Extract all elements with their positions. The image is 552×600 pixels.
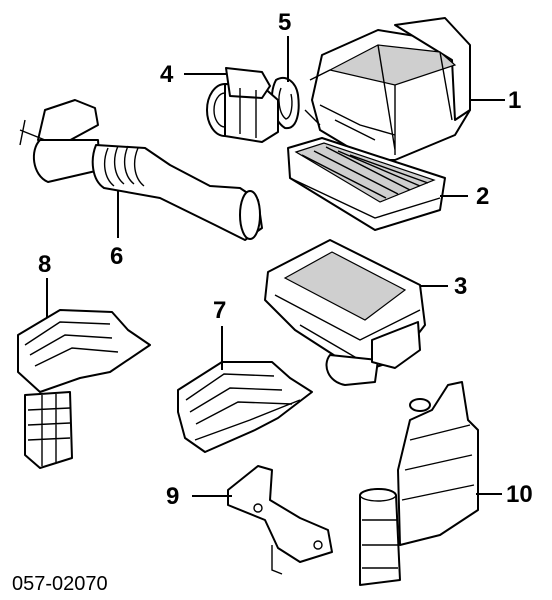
air-cleaner-lower-housing [264, 239, 426, 386]
air-filter-element [287, 137, 446, 231]
intake-hose [19, 99, 263, 241]
callout-3: 3 [454, 273, 467, 300]
callout-8: 8 [38, 251, 51, 278]
resonator [359, 381, 479, 586]
callout-2: 2 [476, 183, 489, 210]
callout-5: 5 [278, 9, 291, 36]
air-duct-center [177, 361, 313, 453]
mounting-bracket [227, 465, 333, 575]
callout-4: 4 [160, 61, 174, 88]
catalog-code: 057-02070 [12, 573, 108, 595]
callout-7: 7 [213, 297, 226, 324]
leader-lines [46, 36, 505, 497]
callout-10: 10 [506, 481, 533, 508]
air-cleaner-upper-housing [304, 17, 471, 161]
air-duct-left [17, 309, 151, 469]
callout-9: 9 [166, 483, 179, 510]
callout-1: 1 [508, 87, 521, 114]
callout-6: 6 [110, 243, 123, 270]
air-flow-sensor [206, 67, 279, 143]
